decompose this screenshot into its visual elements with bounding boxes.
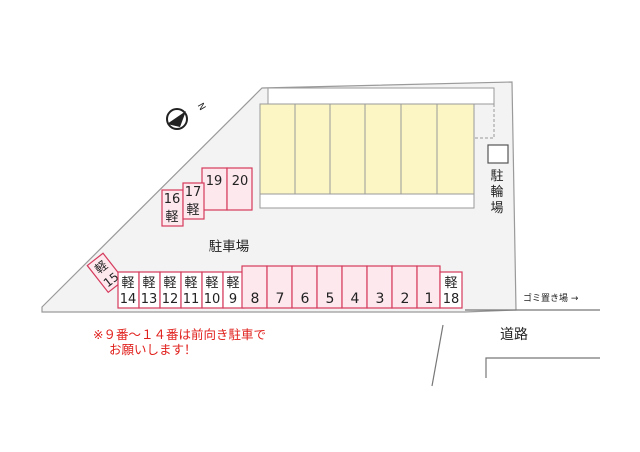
parking-note: ※９番～１４番は前向き駐車で お願いします！ — [93, 327, 266, 357]
parking-slot-20 — [226, 167, 253, 211]
bicycle-parking-label-1: 駐 — [490, 169, 503, 184]
building-unit — [329, 103, 366, 195]
parking-slot-6 — [291, 265, 318, 309]
building-unit — [436, 103, 475, 195]
slot-14-number: 14 — [120, 292, 137, 307]
slot-18-type: 軽 — [444, 276, 457, 291]
bicycle-parking-label-2: 輪 — [490, 184, 503, 200]
slot-12-type: 軽 — [163, 276, 176, 291]
road-edge-inner — [485, 357, 600, 378]
slot-3-number: 3 — [376, 291, 385, 307]
slot-9-type: 軽 — [226, 276, 239, 291]
building-unit — [259, 103, 296, 195]
slot-12-number: 12 — [162, 292, 179, 307]
parking-slot-4 — [341, 265, 368, 309]
parking-slot-5 — [316, 265, 343, 309]
slot-10-number: 10 — [204, 292, 221, 307]
garbage-area-label: ゴミ置き場 → — [523, 292, 579, 304]
slot-8-number: 8 — [251, 291, 260, 307]
parking-note-line-2: お願いします！ — [109, 342, 197, 357]
slot-17-number: 17 — [185, 185, 202, 200]
bicycle-parking-box — [487, 144, 509, 164]
slot-16-number: 16 — [164, 192, 181, 207]
building-unit — [294, 103, 331, 195]
parking-slot-2 — [391, 265, 418, 309]
parking-slot-7 — [266, 265, 293, 309]
slot-7-number: 7 — [276, 291, 285, 307]
slot-10-type: 軽 — [205, 276, 218, 291]
building-units — [259, 103, 475, 195]
slot-2-number: 2 — [401, 291, 410, 307]
road-label: 道路 — [500, 327, 528, 343]
slot-13-number: 13 — [141, 292, 158, 307]
bicycle-parking-label-3: 場 — [490, 201, 503, 216]
slot-17-type: 軽 — [186, 203, 199, 218]
slot-20-label: 20 — [232, 174, 249, 189]
compass-icon: N — [166, 102, 207, 130]
parking-slot-17 — [182, 182, 205, 220]
slot-1-number: 1 — [425, 291, 434, 307]
slot-16-type: 軽 — [165, 210, 178, 225]
slot-4-number: 4 — [351, 291, 360, 307]
slot-18-number: 18 — [443, 292, 460, 307]
parking-slot-18 — [439, 271, 463, 309]
slot-6-number: 6 — [301, 291, 310, 307]
slot-11-number: 11 — [183, 292, 200, 307]
slot-9-number: 9 — [229, 292, 237, 307]
building-unit — [400, 103, 438, 195]
parking-slot-15: 軽 15 — [86, 252, 125, 294]
slot-19-label: 19 — [206, 174, 223, 189]
parking-slot-3 — [366, 265, 393, 309]
slot-13-type: 軽 — [142, 276, 155, 291]
road-edge-left — [431, 324, 444, 387]
bicycle-parking-dashed — [473, 103, 495, 139]
slot-11-type: 軽 — [184, 276, 197, 291]
parking-slot-19 — [201, 167, 228, 211]
compass-north-label: N — [195, 102, 207, 113]
building-unit — [364, 103, 402, 195]
building-corridor — [267, 87, 495, 105]
parking-note-line-1: ※９番～１４番は前向き駐車で — [93, 327, 266, 342]
parking-label: 駐車場 — [209, 239, 250, 255]
slot-5-number: 5 — [326, 291, 335, 307]
slot-14-type: 軽 — [121, 276, 134, 291]
